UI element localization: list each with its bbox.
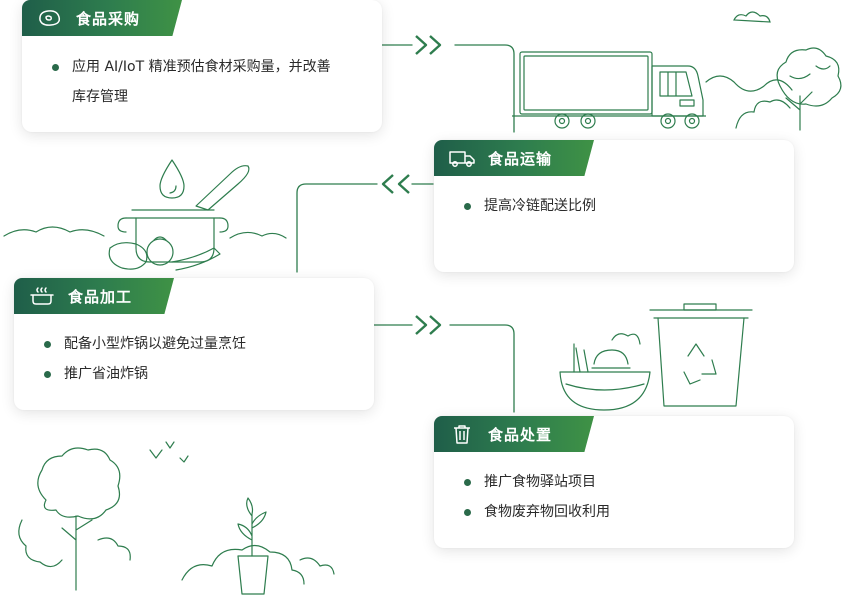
cooking-illustration (3, 159, 287, 271)
stage-tag: 食品运输 (434, 140, 594, 176)
stage-card-disposal: 食品处置 推广食物驿站项目 食物废弃物回收利用 (434, 416, 794, 548)
stage-tag: 食品处置 (434, 416, 594, 452)
meat-icon (36, 6, 64, 30)
arrow-left-icon (381, 174, 410, 194)
stage-card-transport: 食品运输 提高冷链配送比例 (434, 140, 794, 272)
landscape-illustration (705, 11, 842, 131)
truck-icon (448, 146, 476, 170)
stage-title: 食品运输 (488, 149, 553, 168)
trash-bin-icon (448, 422, 476, 446)
stage-card-procurement: 食品采购 应用 AI/IoT 精准预估食材采购量，并改善 库存管理 (22, 0, 382, 132)
connector-line (449, 324, 515, 413)
list-item: 应用 AI/IoT 精准预估食材采购量，并改善 (50, 52, 370, 82)
stage-item-list: 配备小型炸锅以避免过量烹饪 推广省油炸锅 (42, 329, 362, 389)
stage-item-list: 提高冷链配送比例 (462, 191, 782, 221)
arrow-right-icon (415, 35, 442, 55)
list-item: 配备小型炸锅以避免过量烹饪 (42, 329, 362, 359)
stage-title: 食品加工 (68, 287, 133, 306)
list-item: 推广省油炸锅 (42, 359, 362, 389)
stage-title: 食品采购 (76, 9, 141, 28)
stage-tag: 食品加工 (14, 278, 174, 314)
food-waste-illustration (559, 303, 753, 411)
stage-item-list: 推广食物驿站项目 食物废弃物回收利用 (462, 467, 782, 527)
stage-title: 食品处置 (488, 425, 553, 444)
list-item: 推广食物驿站项目 (462, 467, 782, 497)
stage-card-processing: 食品加工 配备小型炸锅以避免过量烹饪 推广省油炸锅 (14, 278, 374, 410)
list-item-continued: 库存管理 (72, 89, 128, 105)
stage-tag: 食品采购 (22, 0, 182, 36)
connector-line (454, 44, 515, 133)
list-item: 提高冷链配送比例 (462, 191, 782, 221)
nature-illustration (18, 441, 335, 595)
connector-line (296, 183, 378, 273)
truck-illustration (512, 51, 706, 129)
list-item: 食物废弃物回收利用 (462, 497, 782, 527)
cooking-pot-icon (28, 284, 56, 308)
stage-item-list: 应用 AI/IoT 精准预估食材采购量，并改善 库存管理 (50, 52, 370, 112)
arrow-right-icon (415, 315, 442, 335)
